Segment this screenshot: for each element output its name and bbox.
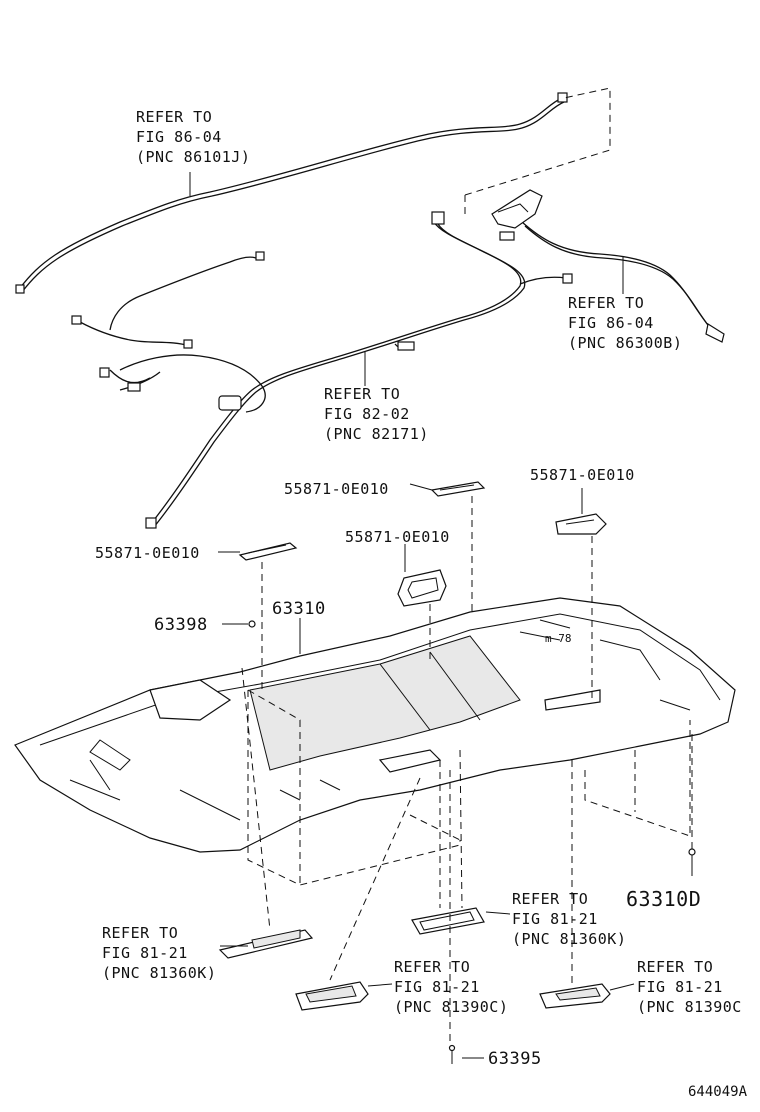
callout-line: FIG 82-02 [324,405,410,423]
callout-refer-8121-center: REFER TO FIG 81-21 (PNC 81360K) [512,890,626,948]
part-number-screw: 63395 [488,1049,542,1069]
part-number-headlining: 63310 [272,599,326,619]
callout-line: FIG 81-21 [102,944,188,962]
callout-line: REFER TO [512,890,588,908]
trim-pad-mid [397,569,447,607]
callout-line: REFER TO [324,385,400,403]
bolt-63310D [688,848,696,876]
trim-pad-right [555,513,607,535]
callout-line: REFER TO [394,958,470,976]
headlining-embossed-mark: m 78 [545,632,572,645]
callout-refer-8121-left: REFER TO FIG 81-21 (PNC 81360K) [102,924,216,982]
callout-refer-8121-lamp: REFER TO FIG 81-21 (PNC 81390C) [394,958,508,1016]
callout-line: (PNC 81360K) [102,964,216,982]
roof-wire-harness-right [491,189,725,343]
leader-lines [189,172,693,1059]
callout-line: (PNC 81390C) [394,998,508,1016]
callout-refer-8121-right: REFER TO FIG 81-21 (PNC 81390C [637,958,742,1016]
roof-headlining: m 78 [14,597,736,853]
map-lamp-right [539,983,611,1009]
illustration-code: 644049A [688,1084,748,1100]
callout-refer-8604-top: REFER TO FIG 86-04 (PNC 86101J) [136,108,250,166]
callout-line: (PNC 81390C [637,998,742,1016]
callout-line: FIG 86-04 [568,314,654,332]
roof-wire-harness-top [15,92,568,294]
part-number-pad-right: 55871-0E010 [530,466,635,484]
clip-63398 [248,620,256,628]
part-number-clip: 63398 [154,615,208,635]
callout-refer-8202: REFER TO FIG 82-02 (PNC 82171) [324,385,429,443]
headlining-dashed-box [247,689,691,886]
screw-63395 [448,1044,456,1064]
map-lamp-center [295,981,369,1011]
room-lamp-center [411,907,485,935]
callout-line: (PNC 86101J) [136,148,250,166]
trim-pad-left [238,542,298,561]
callout-line: FIG 81-21 [394,978,480,996]
harness-dashed-box [464,87,611,215]
callout-line: REFER TO [637,958,713,976]
callout-line: (PNC 81360K) [512,930,626,948]
callout-line: FIG 81-21 [512,910,598,928]
callout-line: (PNC 82171) [324,425,429,443]
callout-line: REFER TO [102,924,178,942]
roof-wire-harness-center [71,211,573,529]
part-number-pad-left: 55871-0E010 [95,544,200,562]
part-number-bolt: 63310D [626,887,701,911]
callout-line: FIG 81-21 [637,978,723,996]
part-number-pad-top: 55871-0E010 [284,480,389,498]
callout-line: REFER TO [136,108,212,126]
part-number-pad-mid: 55871-0E010 [345,528,450,546]
callout-line: REFER TO [568,294,644,312]
callout-line: FIG 86-04 [136,128,222,146]
room-lamp-left [218,929,314,959]
callout-line: (PNC 86300B) [568,334,682,352]
callout-refer-8604-right: REFER TO FIG 86-04 (PNC 86300B) [568,294,682,352]
trim-pad-top [430,481,486,497]
